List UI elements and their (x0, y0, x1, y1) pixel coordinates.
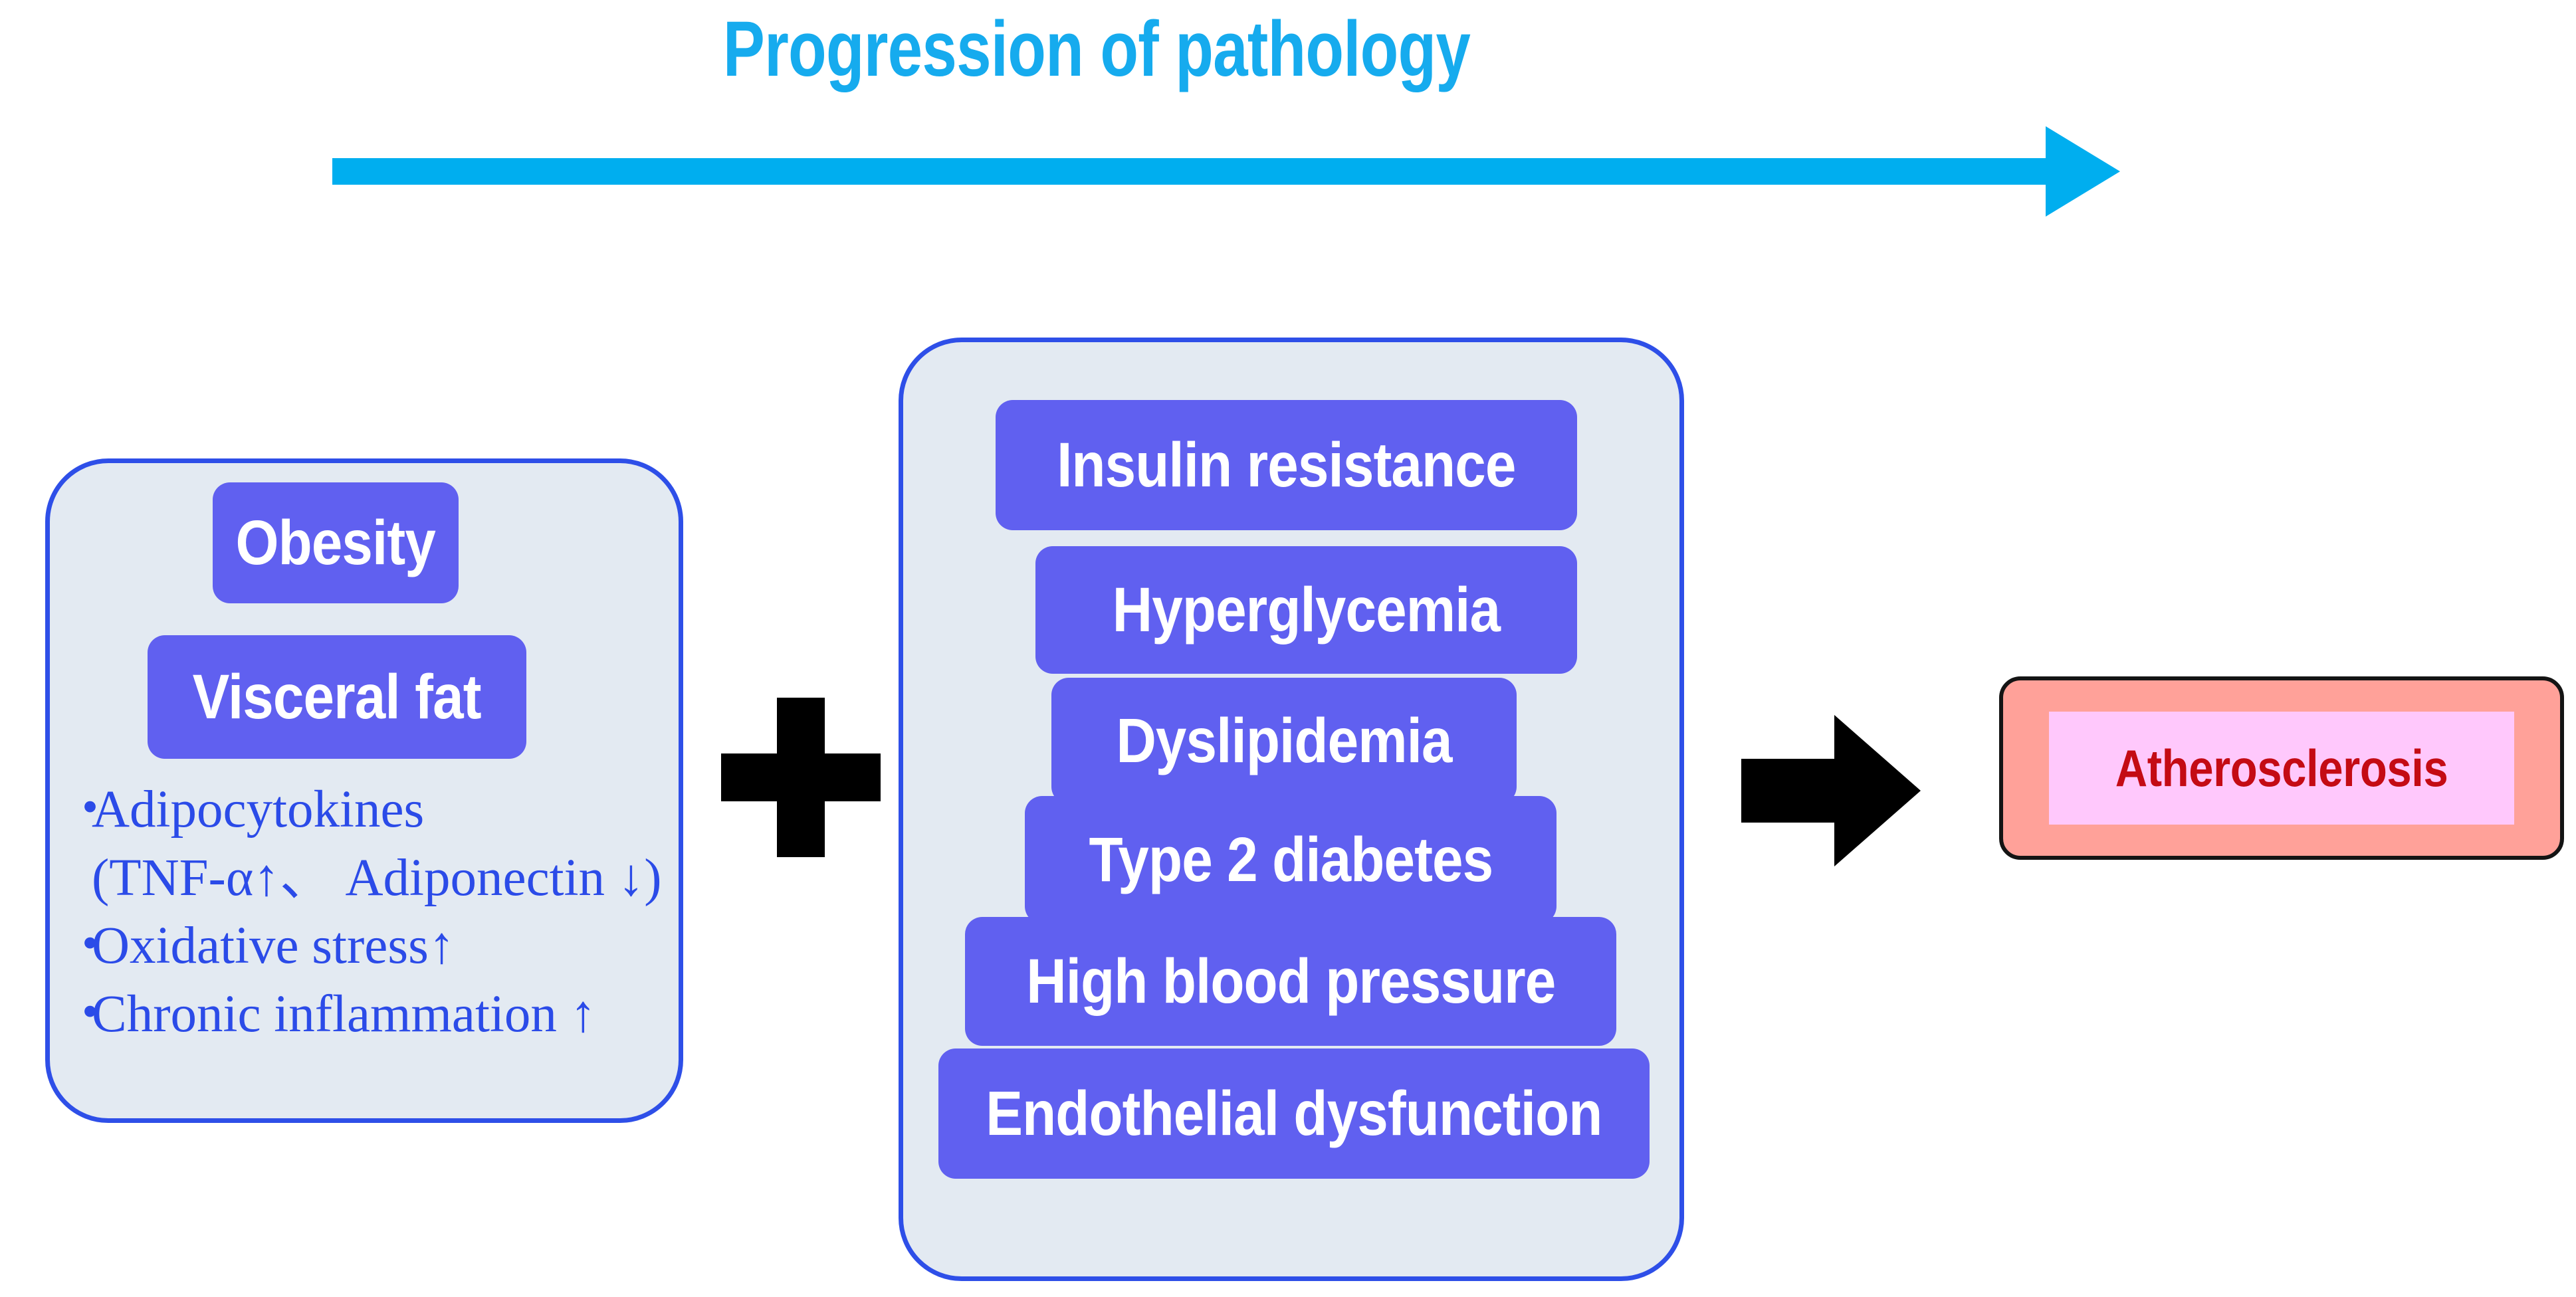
chip-hyperglycemia[interactable]: Hyperglycemia (1035, 546, 1577, 674)
chip-obesity[interactable]: Obesity (213, 482, 459, 603)
risk-factor-bullet-list: ・Adipocytokines (TNF-α↑、 Adiponectin ↓) … (64, 776, 662, 1049)
list-item: ・Adipocytokines (64, 776, 662, 845)
bullet-marker-icon: ・ (64, 917, 116, 975)
chip-dyslipidemia-label: Dyslipidemia (1116, 705, 1452, 776)
plus-icon (721, 698, 881, 857)
chip-type-2-diabetes-label: Type 2 diabetes (1089, 824, 1493, 895)
chip-dyslipidemia[interactable]: Dyslipidemia (1051, 678, 1517, 804)
chip-insulin-resistance[interactable]: Insulin resistance (996, 400, 1577, 530)
chip-insulin-resistance-label: Insulin resistance (1057, 429, 1516, 500)
list-item: ・Oxidative stress↑ (64, 912, 662, 981)
chip-endothelial-dysfunction-label: Endothelial dysfunction (986, 1078, 1602, 1149)
black-right-arrow-icon (1741, 715, 1921, 866)
chip-visceral-fat[interactable]: Visceral fat (148, 635, 526, 759)
bullet-marker-icon: ・ (64, 985, 116, 1044)
chip-high-blood-pressure[interactable]: High blood pressure (965, 917, 1616, 1046)
chip-type-2-diabetes[interactable]: Type 2 diabetes (1025, 796, 1556, 924)
chip-obesity-label: Obesity (235, 507, 436, 578)
chip-endothelial-dysfunction[interactable]: Endothelial dysfunction (938, 1048, 1650, 1179)
chip-high-blood-pressure-label: High blood pressure (1025, 946, 1556, 1017)
page-title: Progression of pathology (722, 5, 1471, 93)
chip-hyperglycemia-label: Hyperglycemia (1112, 574, 1501, 645)
chip-visceral-fat-label: Visceral fat (192, 661, 482, 732)
bullet-1-line1: Oxidative stress↑ (92, 917, 455, 975)
flow-arrow (1741, 711, 1921, 870)
outcome-inner-panel: Atherosclerosis (2049, 712, 2514, 825)
outcome-atherosclerosis-box[interactable]: Atherosclerosis (1999, 676, 2564, 860)
bullet-0-line2: (TNF-α↑、 Adiponectin ↓) (92, 848, 662, 907)
list-item-continuation: (TNF-α↑、 Adiponectin ↓) (64, 845, 662, 913)
bullet-2-line1: Chronic inflammation ↑ (92, 985, 597, 1044)
right-arrow-icon (332, 126, 2120, 217)
progression-arrow (332, 100, 2120, 246)
list-item: ・Chronic inflammation ↑ (64, 981, 662, 1049)
bullet-0-line1: Adipocytokines (92, 781, 425, 839)
outcome-label: Atherosclerosis (2115, 738, 2448, 797)
plus-combiner (721, 698, 881, 857)
bullet-marker-icon: ・ (64, 781, 116, 839)
